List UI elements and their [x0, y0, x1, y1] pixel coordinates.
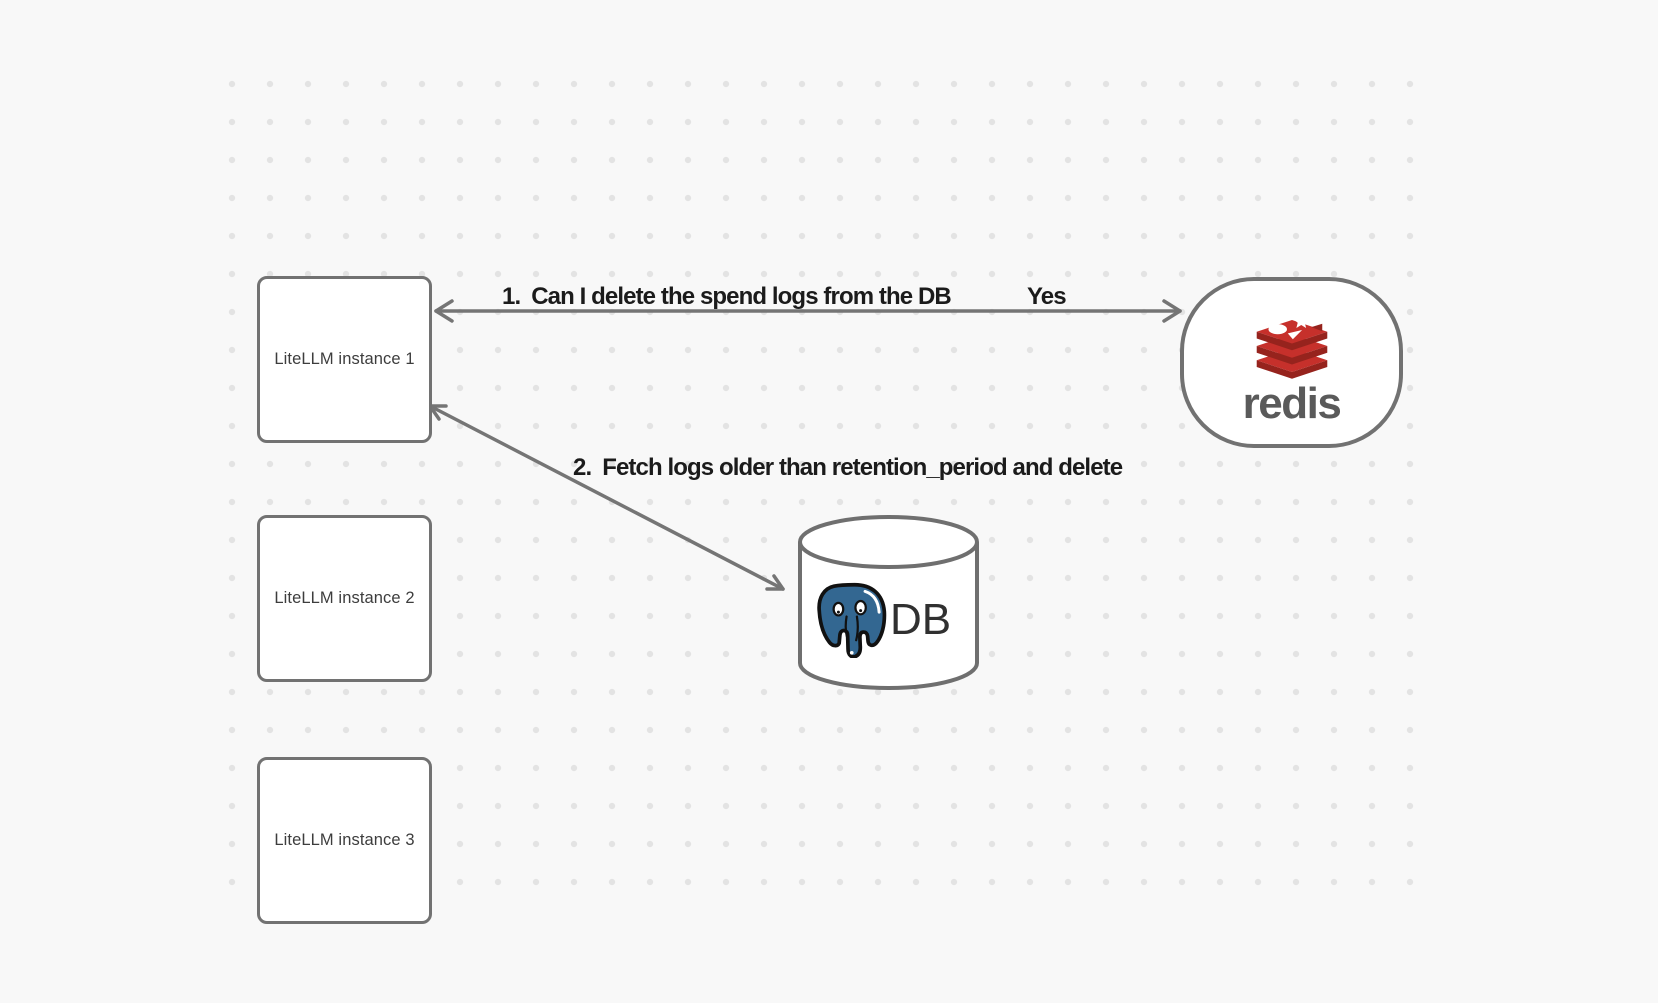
litellm-instance-3-label: LiteLLM instance 3: [274, 831, 415, 849]
arrow-response-yes: Yes: [1027, 283, 1067, 310]
arrow-label-2-number: 2.: [573, 454, 592, 481]
node-litellm-instance-3: LiteLLM instance 3: [257, 757, 432, 924]
arrow-label-1-number: 1.: [502, 283, 521, 310]
redis-wordmark: redis: [1242, 379, 1342, 428]
litellm-instance-2-label: LiteLLM instance 2: [274, 589, 415, 607]
arrow-label-1-text: Can I delete the spend logs from the DB: [531, 283, 952, 310]
litellm-instance-1-label: LiteLLM instance 1: [274, 350, 415, 368]
arrow-redis-question: [434, 299, 1182, 323]
database-cylinder: [798, 515, 979, 690]
postgresql-elephant-icon: [817, 582, 887, 658]
database-label: DB: [890, 594, 952, 644]
node-litellm-instance-2: LiteLLM instance 2: [257, 515, 432, 682]
arrow-label-2-text: Fetch logs older than retention_period a…: [602, 454, 1123, 481]
arrow-label-2: 2. Fetch logs older than retention_perio…: [573, 454, 1123, 481]
arrow-label-1: 1. Can I delete the spend logs from the …: [502, 283, 952, 310]
redis-logo-icon: [1256, 314, 1327, 379]
node-redis: redis: [1180, 277, 1403, 448]
arrow-db-fetch: [428, 404, 785, 591]
node-litellm-instance-1: LiteLLM instance 1: [257, 276, 432, 443]
node-database: DB: [814, 581, 951, 658]
